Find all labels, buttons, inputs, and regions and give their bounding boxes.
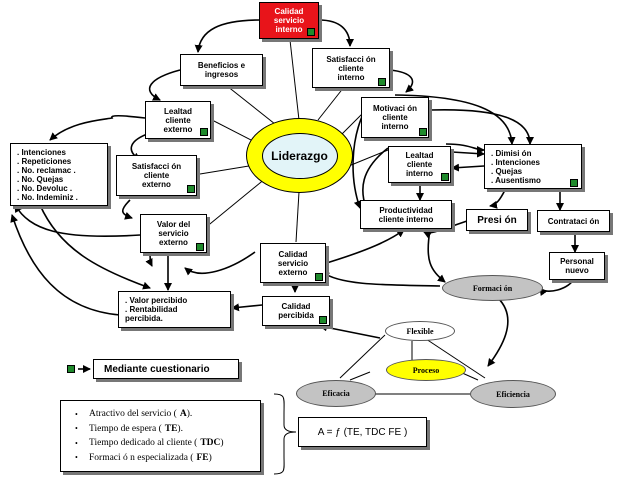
node-lealtad-cliente-interno: Lealtad cliente interno xyxy=(388,146,451,183)
ellipse-eficiencia: Eficiencia xyxy=(470,380,556,408)
legend-box: Mediante cuestionario xyxy=(93,359,239,379)
node-calidad-percibida: Calidad percibida xyxy=(262,296,330,326)
ellipse-proceso: Proceso xyxy=(386,359,466,381)
questionnaire-marker-icon xyxy=(200,128,208,136)
ellipse-formacion: Formaci ón xyxy=(442,275,543,301)
node-indicadores-externos: . Intenciones . Repeticiones . No. recla… xyxy=(10,143,108,206)
ellipse-eficacia: Eficacia xyxy=(296,380,376,407)
questionnaire-marker-icon xyxy=(187,185,195,193)
node-motivacion-cliente-interno: Motivaci ón cliente interno xyxy=(361,97,429,138)
node-contratacion: Contrataci ón xyxy=(537,210,610,232)
questionnaire-marker-icon xyxy=(570,179,578,187)
node-personal-nuevo: Personal nuevo xyxy=(549,252,605,280)
questionnaire-marker-icon xyxy=(307,28,315,36)
factor-item: •Atractivo del servicio (A). xyxy=(75,409,193,420)
node-indicadores-internos: . Dimisi ón . Intenciones . Quejas . Aus… xyxy=(484,144,582,189)
formula-text: A = ƒ (TE, TDC FE ) xyxy=(317,426,408,438)
node-presion: Presi ón xyxy=(466,209,528,231)
ellipse-liderazgo: Liderazgo xyxy=(246,118,353,193)
ellipse-flexible: Flexible xyxy=(385,321,455,341)
factor-item: •Tiempo dedicado al cliente (TDC) xyxy=(75,438,224,449)
formula-box: A = ƒ (TE, TDC FE ) xyxy=(298,417,427,447)
liderazgo-label: Liderazgo xyxy=(261,132,338,179)
node-valor-servicio-externo: Valor del servicio externo xyxy=(140,214,207,253)
factor-item: •Tiempo de espera (TE). xyxy=(75,423,183,434)
legend-marker-icon xyxy=(67,365,75,373)
node-valor-percibido: . Valor percibido . Rentabilidad percibi… xyxy=(118,291,231,328)
legend-label: Mediante cuestionario xyxy=(104,363,210,375)
questionnaire-marker-icon xyxy=(378,78,386,86)
questionnaire-marker-icon xyxy=(441,173,449,181)
factors-list: •Atractivo del servicio (A). •Tiempo de … xyxy=(60,400,261,472)
node-productividad-cliente-interno: Productividad cliente interno xyxy=(360,200,452,229)
questionnaire-marker-icon xyxy=(419,128,427,136)
questionnaire-marker-icon xyxy=(196,243,204,251)
node-satisfaccion-cliente-externo: Satisfacci ón cliente externo xyxy=(116,155,197,196)
node-beneficios-ingresos: Beneficios e ingresos xyxy=(180,54,263,86)
questionnaire-marker-icon xyxy=(315,273,323,281)
node-satisfaccion-cliente-interno: Satisfacci ón cliente interno xyxy=(312,48,390,88)
factor-item: •Formaci ó n especializada (FE) xyxy=(75,452,212,463)
questionnaire-marker-icon xyxy=(319,316,327,324)
